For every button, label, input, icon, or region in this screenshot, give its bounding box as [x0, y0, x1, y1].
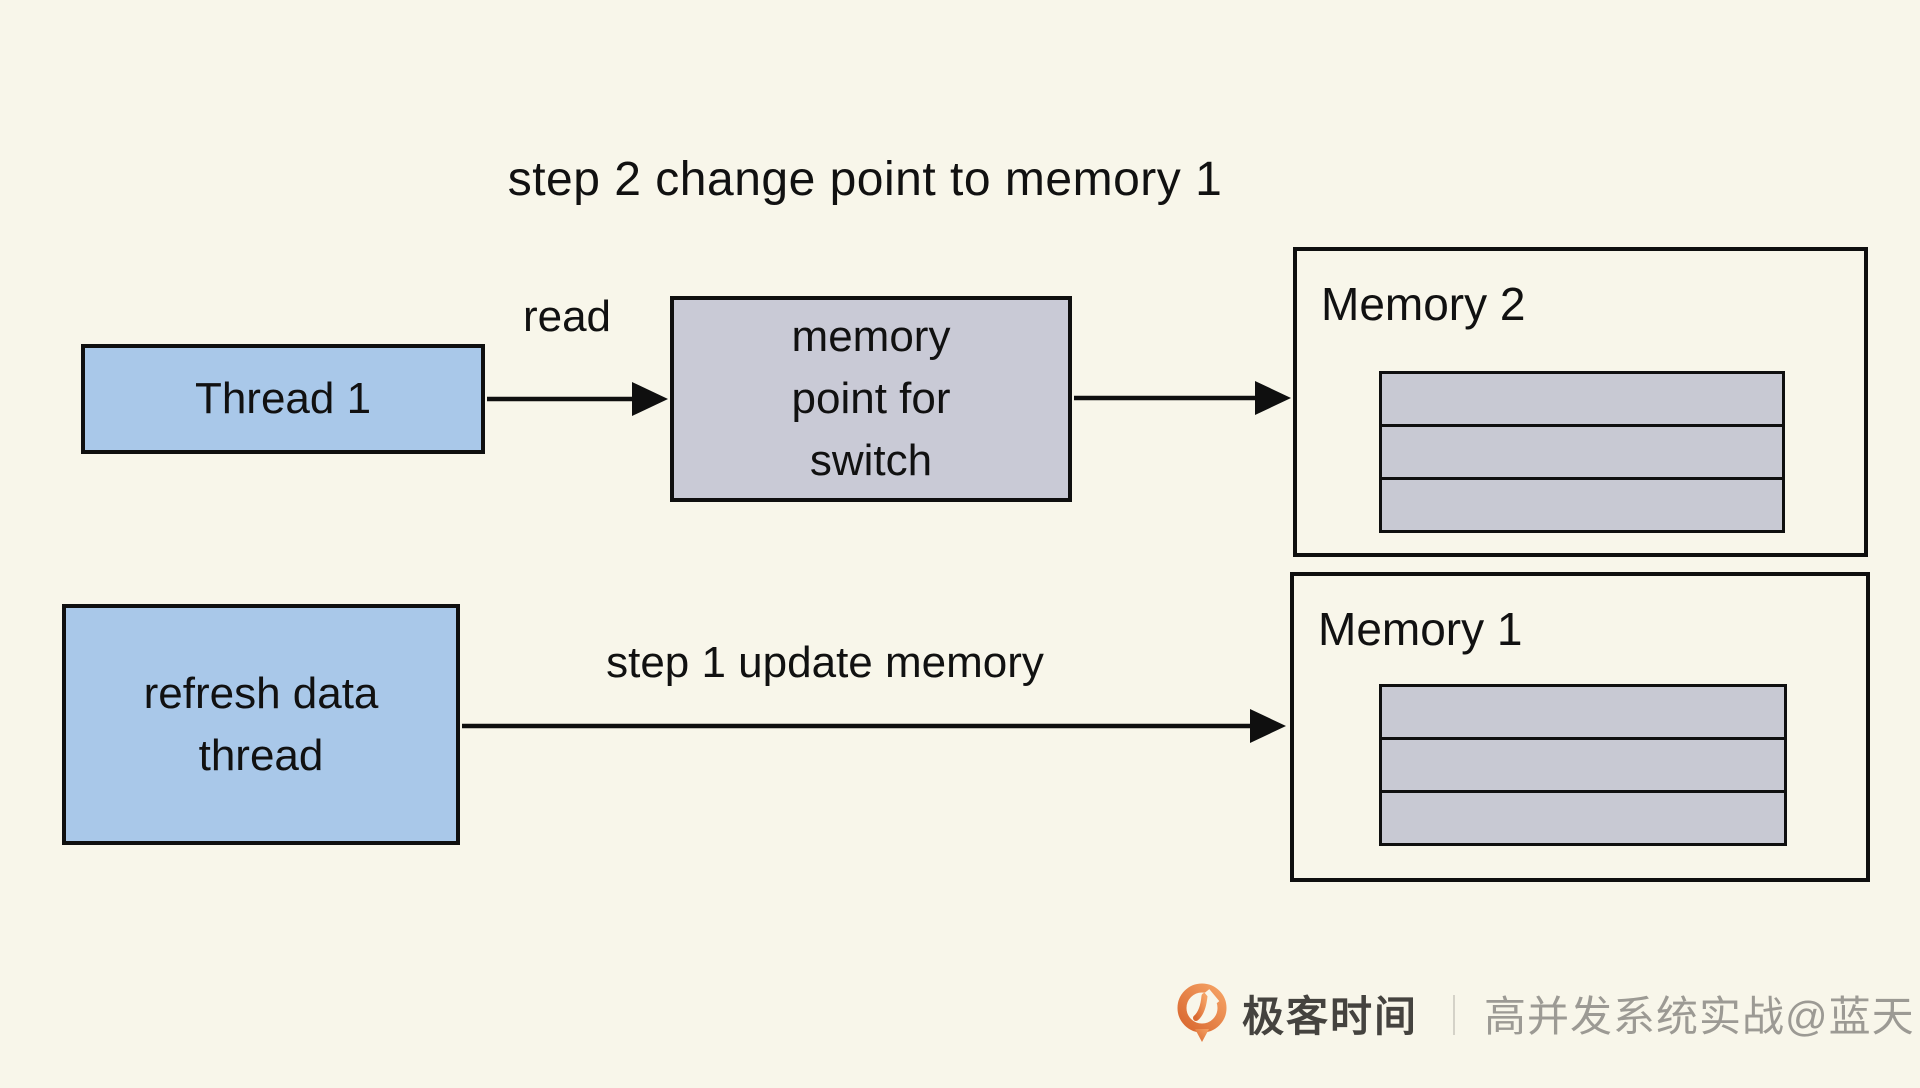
step1-edge-label: step 1 update memory — [606, 638, 1044, 687]
watermark-divider: ｜ — [1434, 995, 1475, 1039]
refresh-thread-line2: thread — [198, 730, 324, 780]
memory-row — [1379, 427, 1785, 480]
memory1-title: Memory 1 — [1318, 603, 1523, 655]
memory1-rows — [1379, 684, 1787, 846]
thread1-label: Thread 1 — [194, 374, 372, 423]
thread1-node: Thread 1 — [81, 344, 485, 454]
read-arrow — [487, 382, 668, 416]
step1-update-arrow — [462, 709, 1286, 743]
diagram-title: step 2 change point to memory 1 — [507, 153, 1223, 206]
memory-point-line1: memory — [791, 312, 951, 361]
refresh-thread-node: refresh data thread — [62, 604, 460, 845]
watermark: 极客时间 ｜ 高并发系统实战@蓝天 — [1176, 982, 1915, 1044]
memory-row — [1379, 740, 1787, 793]
memory-row — [1379, 793, 1787, 846]
memory1-box: Memory 1 — [1290, 572, 1870, 882]
geektime-logo-icon — [1177, 983, 1227, 1042]
switch-to-memory2-arrow — [1074, 381, 1291, 415]
refresh-thread-line1: refresh data — [143, 668, 379, 718]
memory-point-line3: switch — [809, 436, 933, 485]
memory-point-node: memory point for switch — [670, 296, 1072, 502]
memory-row — [1379, 480, 1785, 533]
memory2-box: Memory 2 — [1293, 247, 1868, 557]
memory-row — [1379, 684, 1787, 740]
watermark-brand-text: 极客时间 — [1242, 992, 1419, 1040]
memory2-rows — [1379, 371, 1785, 533]
memory-row — [1379, 371, 1785, 427]
watermark-credit-text: 高并发系统实战@蓝天 — [1484, 992, 1915, 1040]
memory2-title: Memory 2 — [1321, 278, 1526, 330]
memory-point-line2: point for — [791, 374, 951, 423]
read-edge-label: read — [522, 292, 612, 341]
